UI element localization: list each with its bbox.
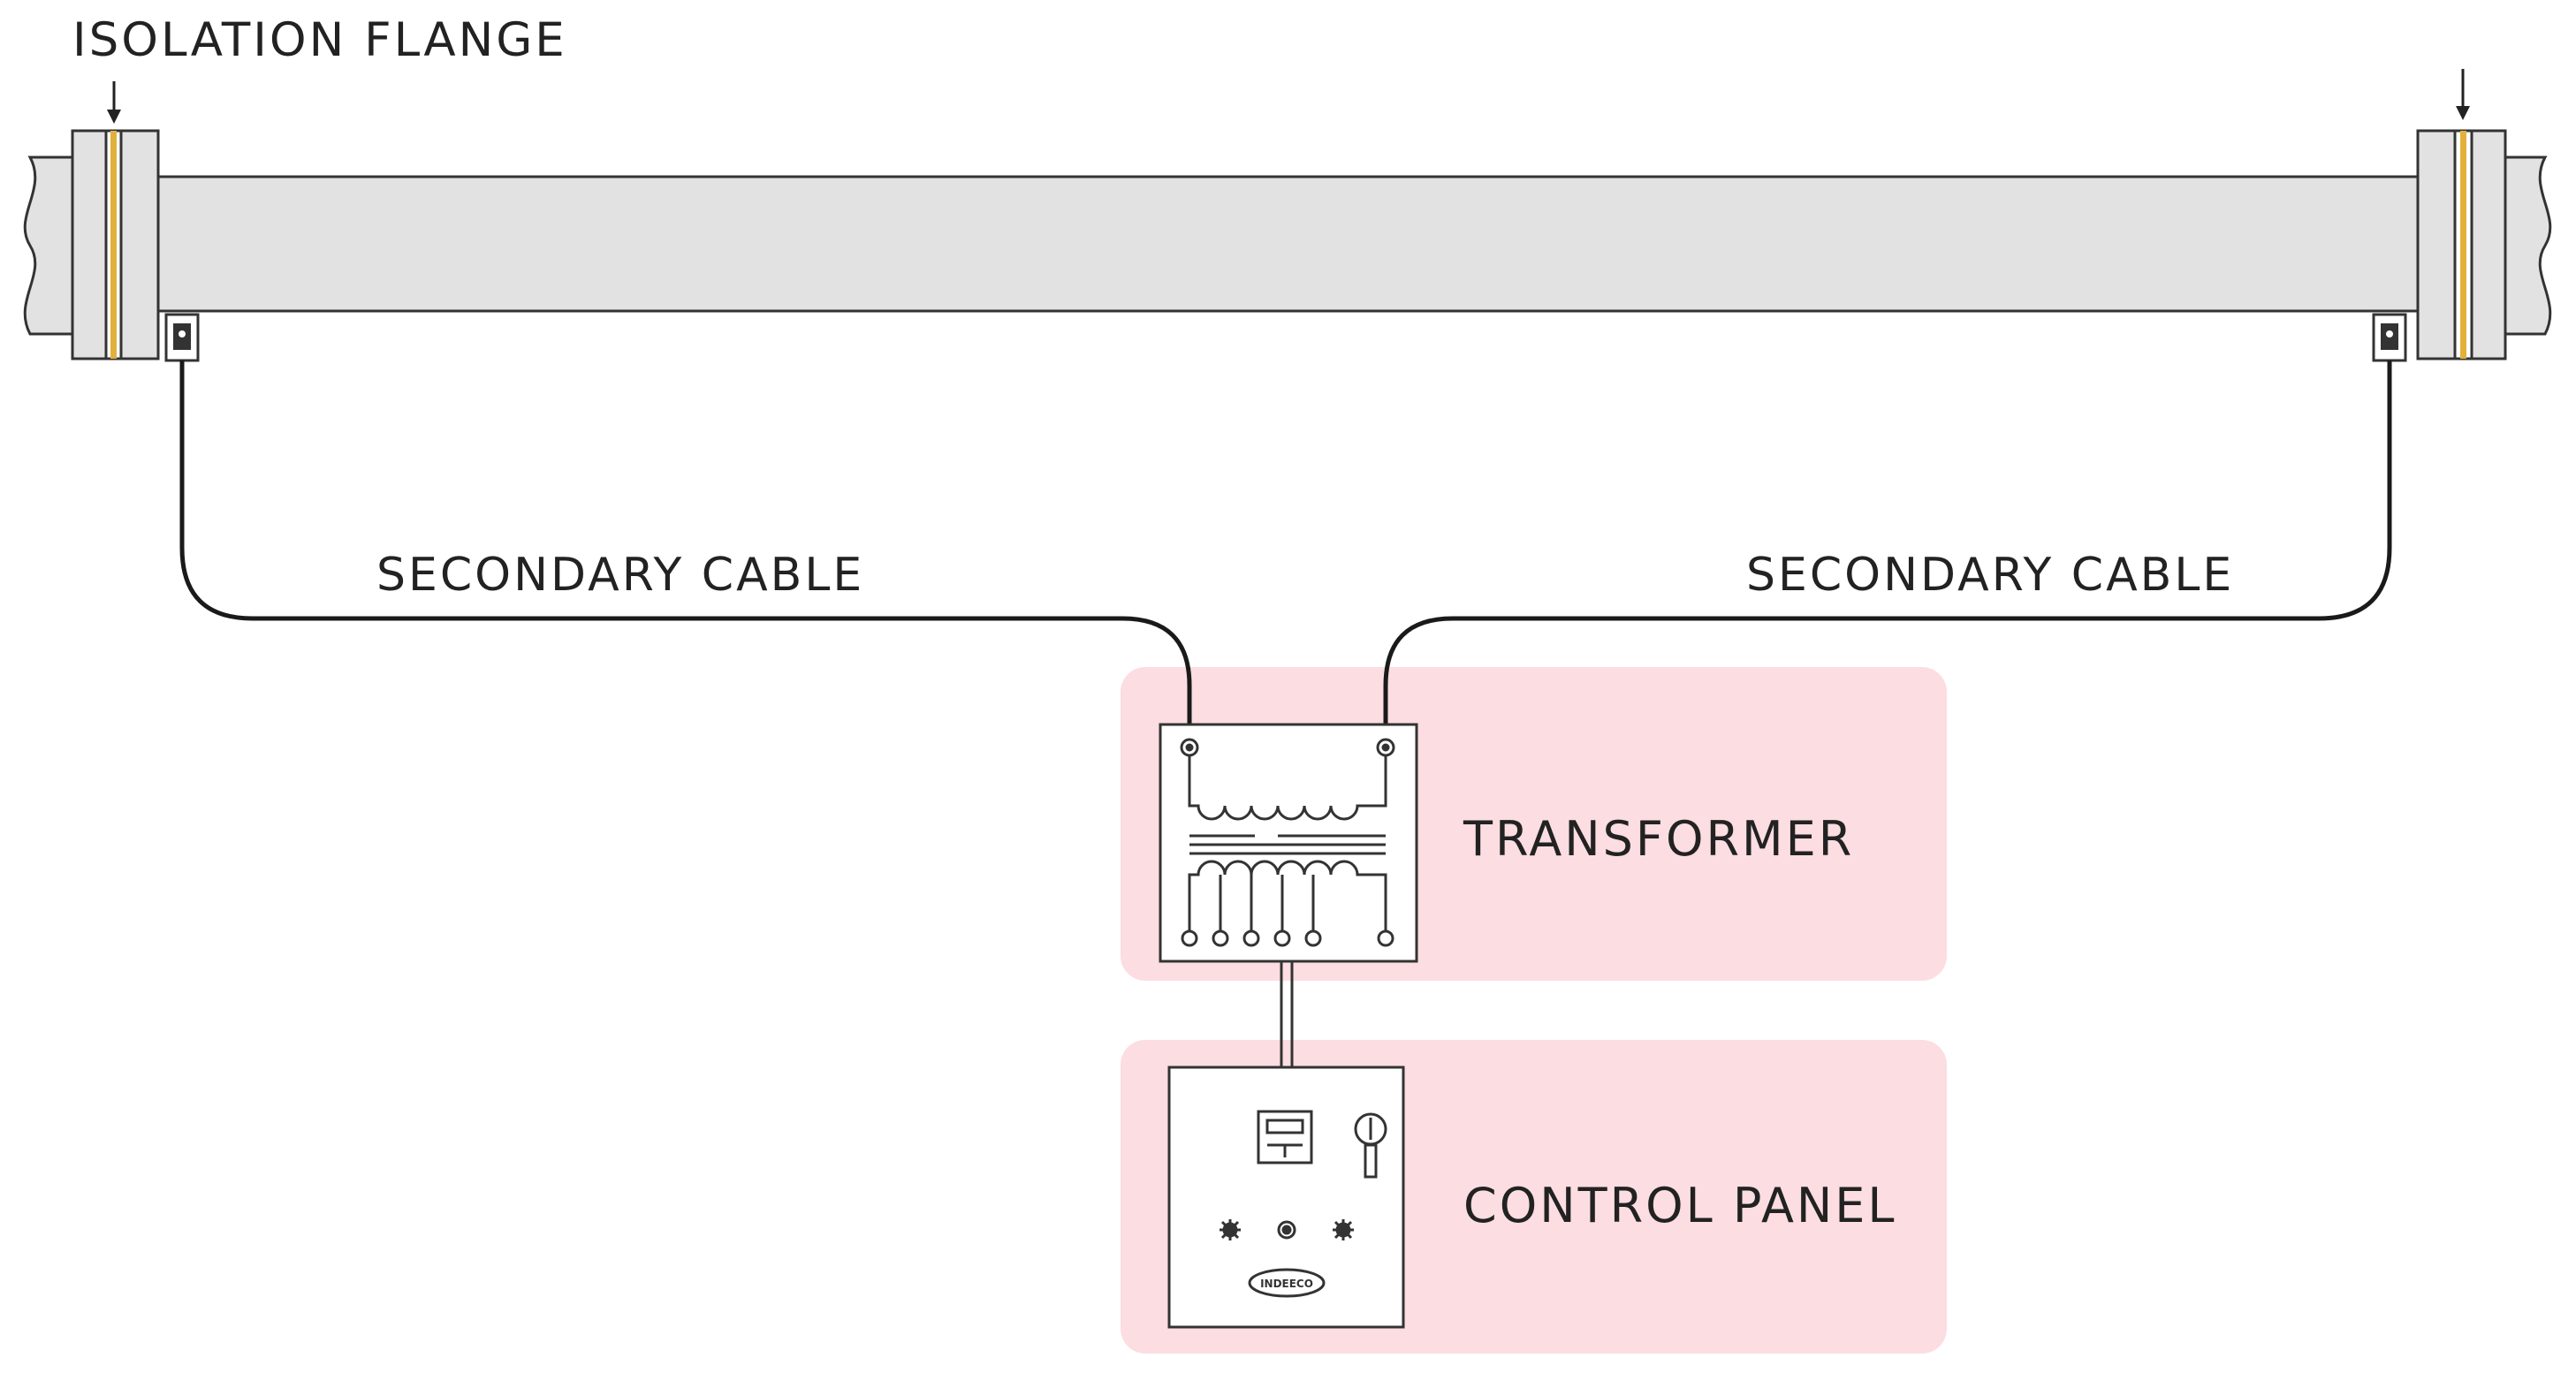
- left-cable-lug: [164, 313, 200, 362]
- isolation-flange-label: ISOLATION FLANGE: [72, 13, 567, 67]
- main-pipe: [156, 175, 2421, 313]
- secondary-cable-label-right: SECONDARY CABLE: [1746, 549, 2234, 602]
- secondary-cable-label-left: SECONDARY CABLE: [376, 549, 864, 602]
- control-panel-label: CONTROL PANEL: [1463, 1178, 1897, 1233]
- pipeline: [23, 129, 2552, 360]
- right-flange-arrow: [2456, 69, 2470, 120]
- left-isolation-gasket: [104, 129, 123, 360]
- panel-logo-badge: [1248, 1268, 1326, 1298]
- center-knob-icon: [1277, 1220, 1296, 1240]
- transformer-box: [1159, 723, 1418, 963]
- pilot-light-icon: [1354, 1112, 1387, 1179]
- right-isolation-gasket: [2453, 129, 2473, 360]
- left-indicator-icon: [1220, 1219, 1241, 1240]
- left-pipe-stub: [23, 156, 77, 336]
- left-flange-inner: [119, 129, 160, 360]
- right-flange-inner: [2416, 129, 2457, 360]
- right-cable-lug: [2372, 313, 2407, 362]
- right-secondary-cable: [1383, 360, 2392, 747]
- transformer-core: [1189, 834, 1386, 855]
- primary-winding: [1188, 860, 1387, 932]
- transformer-label: TRANSFORMER: [1463, 811, 1854, 867]
- panel-logo-text: INDEECO: [1260, 1278, 1313, 1290]
- right-flange-outer: [2470, 129, 2507, 360]
- left-flange-arrow: [107, 81, 121, 124]
- conduit: [1280, 961, 1294, 1067]
- control-panel-symbol: [1167, 1066, 1405, 1329]
- primary-terminals: [1181, 929, 1394, 947]
- transformer-symbol: [1159, 723, 1418, 963]
- secondary-winding: [1188, 755, 1387, 821]
- left-flange-outer: [71, 129, 108, 360]
- right-indicator-icon: [1333, 1219, 1354, 1240]
- left-secondary-cable: [179, 360, 1192, 747]
- right-pipe-stub: [2499, 156, 2552, 336]
- meter-icon: [1257, 1110, 1313, 1164]
